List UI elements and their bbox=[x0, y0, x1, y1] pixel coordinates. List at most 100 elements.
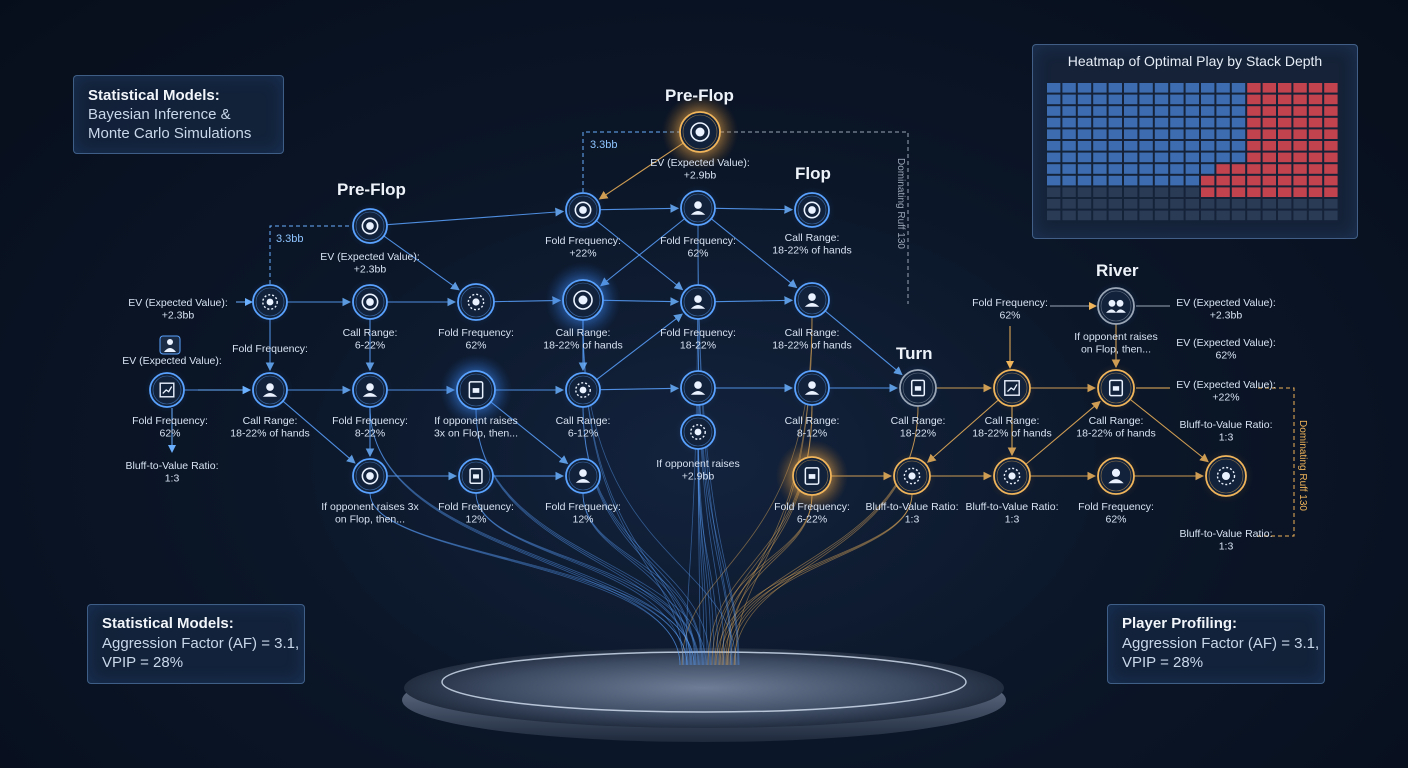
free-label: Bluff-to-Value Ratio: bbox=[126, 460, 219, 472]
tree-node-t2[interactable] bbox=[453, 453, 499, 499]
heatmap-cell bbox=[1278, 83, 1291, 93]
heatmap-cell bbox=[1093, 83, 1106, 93]
heatmap-cell bbox=[1232, 95, 1245, 105]
tree-node-s5[interactable] bbox=[675, 365, 721, 411]
heatmap-cell bbox=[1232, 199, 1245, 209]
heatmap-cell bbox=[1155, 199, 1168, 209]
heatmap-cell bbox=[1170, 176, 1183, 186]
bb-annotation-top: 3.3bb bbox=[590, 139, 618, 151]
tree-node-t3[interactable] bbox=[560, 453, 606, 499]
heatmap-cell bbox=[1247, 83, 1260, 93]
tree-node-v1[interactable] bbox=[888, 452, 937, 501]
heatmap-cell bbox=[1247, 211, 1260, 221]
heatmap-cell bbox=[1247, 129, 1260, 139]
node-label: Fold Frequency: bbox=[1078, 501, 1154, 513]
tree-node-r0[interactable] bbox=[247, 279, 293, 325]
heatmap-cell bbox=[1247, 118, 1260, 128]
heatmap-cell bbox=[1247, 176, 1260, 186]
tree-node-r4[interactable] bbox=[675, 279, 721, 325]
node-label: Bluff-to-Value Ratio: bbox=[966, 501, 1059, 513]
panel-line: Aggression Factor (AF) = 3.1, bbox=[102, 634, 299, 653]
tree-node-s6[interactable] bbox=[789, 365, 835, 411]
tree-node-rv[interactable] bbox=[1092, 282, 1141, 331]
heatmap-cell bbox=[1093, 95, 1106, 105]
heatmap-cell bbox=[1324, 95, 1337, 105]
heatmap-cell bbox=[1078, 141, 1091, 151]
heatmap-cell bbox=[1139, 83, 1152, 93]
heatmap-cell bbox=[1047, 164, 1060, 174]
heatmap-cell bbox=[1232, 83, 1245, 93]
node-label: Call Range: bbox=[785, 327, 840, 339]
tree-node-u2[interactable] bbox=[988, 364, 1037, 413]
tree-node-t1[interactable] bbox=[347, 453, 393, 499]
tree-node-v3[interactable] bbox=[1092, 452, 1141, 501]
heatmap-cell bbox=[1109, 199, 1122, 209]
free-label: +2.3bb bbox=[1210, 310, 1243, 322]
heatmap-cell bbox=[1186, 164, 1199, 174]
heatmap-cell bbox=[1093, 211, 1106, 221]
node-label: 18-22% of hands bbox=[972, 428, 1051, 440]
heatmap-cell bbox=[1155, 164, 1168, 174]
tree-node-u1[interactable] bbox=[894, 364, 943, 413]
node-label: 18-22% bbox=[680, 340, 716, 352]
heatmap-cell bbox=[1047, 187, 1060, 197]
heatmap-cell bbox=[1139, 187, 1152, 197]
heatmap-cell bbox=[1155, 95, 1168, 105]
heatmap-cell bbox=[1278, 129, 1291, 139]
heatmap-cell bbox=[1324, 164, 1337, 174]
tree-node-u3[interactable] bbox=[1092, 364, 1141, 413]
panel-line: VPIP = 28% bbox=[1122, 653, 1203, 672]
heatmap-cell bbox=[1324, 141, 1337, 151]
tree-node-r1[interactable] bbox=[347, 279, 393, 325]
node-label: 12% bbox=[465, 514, 486, 526]
free-label: 1:3 bbox=[1219, 432, 1234, 444]
heatmap-cell bbox=[1109, 118, 1122, 128]
heatmap-cell bbox=[1263, 141, 1276, 151]
heatmap-cell bbox=[1078, 164, 1091, 174]
free-label: Fold Frequency: bbox=[972, 297, 1048, 309]
heatmap-cell bbox=[1309, 187, 1322, 197]
tree-node-r2[interactable] bbox=[452, 278, 501, 327]
node-label: Fold Frequency: bbox=[545, 235, 621, 247]
heatmap-cell bbox=[1232, 106, 1245, 116]
heatmap-cell bbox=[1093, 118, 1106, 128]
heatmap-cell bbox=[1309, 106, 1322, 116]
tree-node-s2[interactable] bbox=[347, 367, 393, 413]
heatmap-cell bbox=[1093, 176, 1106, 186]
heatmap-cell bbox=[1232, 141, 1245, 151]
heatmap-cell bbox=[1186, 141, 1199, 151]
node-label: 8-12% bbox=[797, 428, 827, 440]
heatmap-cell bbox=[1062, 176, 1075, 186]
heatmap-cell bbox=[1293, 95, 1306, 105]
heatmap-cell bbox=[1139, 141, 1152, 151]
tree-node-r5[interactable] bbox=[789, 277, 835, 323]
heatmap-cell bbox=[1201, 199, 1214, 209]
heatmap-cell bbox=[1216, 211, 1229, 221]
heatmap-cell bbox=[1232, 164, 1245, 174]
node-label: If opponent raises bbox=[656, 458, 739, 470]
node-label: +2.9bb bbox=[682, 471, 715, 483]
heatmap-cell bbox=[1201, 187, 1214, 197]
heatmap-cell bbox=[1216, 199, 1229, 209]
panel-title: Statistical Models: bbox=[102, 614, 234, 633]
heatmap-cell bbox=[1139, 211, 1152, 221]
heatmap-cell bbox=[1293, 141, 1306, 151]
tree-node-s1[interactable] bbox=[247, 367, 293, 413]
tree-node-s7[interactable] bbox=[675, 409, 721, 455]
heatmap-cell bbox=[1170, 153, 1183, 163]
heatmap-cell bbox=[1263, 118, 1276, 128]
heatmap-cell bbox=[1324, 176, 1337, 186]
tree-node-s0[interactable] bbox=[144, 367, 190, 413]
heatmap-cell bbox=[1293, 211, 1306, 221]
heatmap-cell bbox=[1278, 141, 1291, 151]
tree-node-s4[interactable] bbox=[560, 367, 606, 413]
heatmap-cell bbox=[1216, 95, 1229, 105]
tree-node-a2[interactable] bbox=[675, 185, 721, 231]
tree-node-p1[interactable] bbox=[347, 203, 393, 249]
tree-node-a3[interactable] bbox=[789, 187, 835, 233]
tree-node-v2[interactable] bbox=[988, 452, 1037, 501]
tree-node-a1[interactable] bbox=[560, 187, 606, 233]
tree-node-v4[interactable] bbox=[1199, 449, 1253, 503]
heatmap-cell bbox=[1109, 83, 1122, 93]
heatmap-cell bbox=[1139, 164, 1152, 174]
